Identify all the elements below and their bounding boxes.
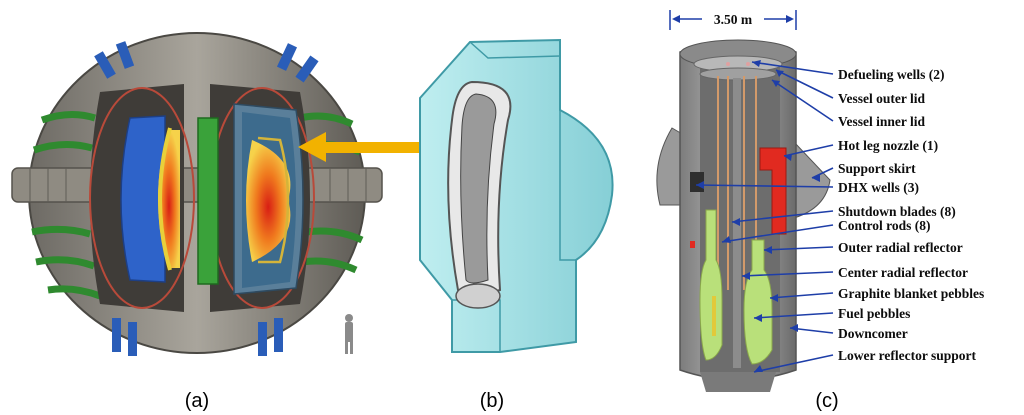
label-vessel-outer-lid: Vessel outer lid <box>838 91 925 106</box>
caption-a: (a) <box>185 390 209 412</box>
label-downcomer: Downcomer <box>838 326 908 341</box>
central-solenoid <box>197 117 219 285</box>
leader-arrowheads <box>696 60 820 372</box>
dimension-label: 3.50 m <box>714 12 753 27</box>
caption-b: (b) <box>480 390 504 412</box>
label-defueling-wells: Defueling wells (2) <box>838 67 944 82</box>
dimension-marker: 3.50 m <box>669 10 797 30</box>
label-lower-reflector-support: Lower reflector support <box>838 348 976 363</box>
tf-coil-left <box>31 111 102 300</box>
blanket-module <box>419 38 614 353</box>
tokamak-cutaway <box>11 32 383 356</box>
person-scale-icon <box>345 314 353 354</box>
label-control-rods: Control rods (8) <box>838 218 931 233</box>
label-graphite-blanket-pebbles: Graphite blanket pebbles <box>838 286 984 301</box>
yellow-arrow <box>298 132 490 162</box>
label-shutdown-blades: Shutdown blades (8) <box>838 204 956 219</box>
component-labels: Defueling wells (2) Vessel outer lid Ves… <box>838 67 984 363</box>
label-vessel-inner-lid: Vessel inner lid <box>838 114 926 129</box>
label-hot-leg-nozzle: Hot leg nozzle (1) <box>838 138 938 153</box>
top-ports <box>94 41 319 83</box>
label-dhx-wells: DHX wells (3) <box>838 180 919 195</box>
bottom-ports <box>112 318 283 356</box>
label-center-radial-reflector: Center radial reflector <box>838 265 968 280</box>
label-support-skirt: Support skirt <box>838 161 916 176</box>
leader-lines <box>695 61 834 373</box>
label-fuel-pebbles: Fuel pebbles <box>838 306 910 321</box>
caption-c: (c) <box>815 390 838 412</box>
label-outer-radial-reflector: Outer radial reflector <box>838 240 963 255</box>
reactor-vessel <box>656 39 831 392</box>
